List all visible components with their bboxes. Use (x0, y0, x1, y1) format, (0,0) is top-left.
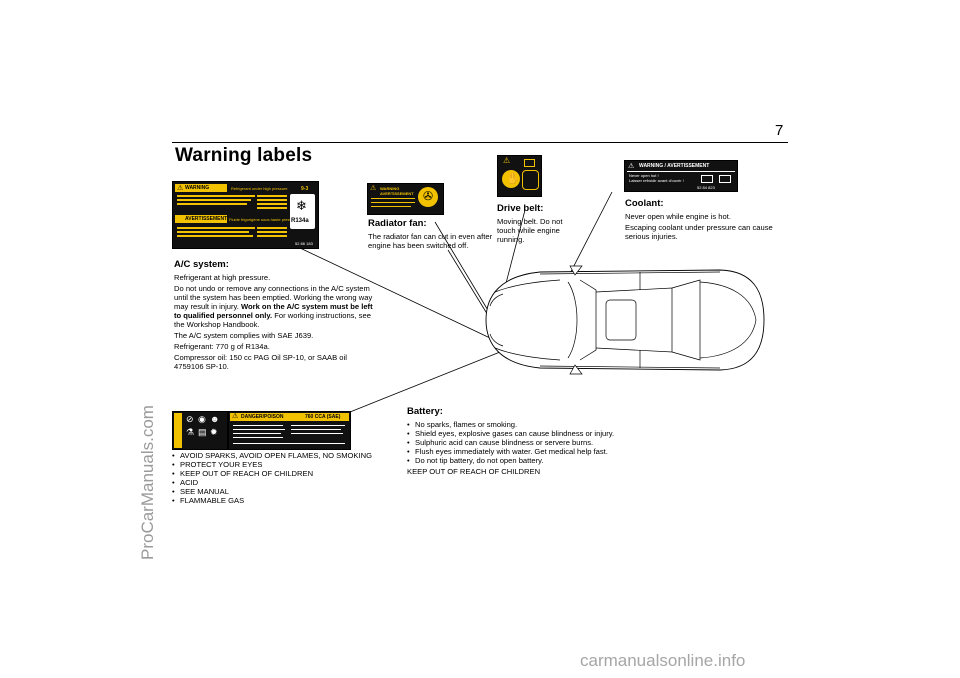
ac-p3: The A/C system complies with SAE J639. (174, 331, 314, 340)
battery-label-danger: DANGER/POISON (241, 414, 284, 420)
radiator-warning-triangle-icon: ⚠ (370, 185, 377, 192)
belt-warning-triangle-icon: ⚠ (503, 156, 511, 165)
coolant-heading: Coolant: (625, 198, 664, 209)
ac-p4: Refrigerant: 770 g of R134a. (174, 342, 270, 351)
radiator-label-avert: AVERTISSEMENT (380, 191, 414, 196)
battery-section: Battery: No sparks, flames or smoking. S… (407, 406, 647, 478)
battery-symbols-section: AVOID SPARKS, AVOID OPEN FLAMES, NO SMOK… (172, 451, 392, 505)
page-number: 7 (775, 122, 784, 139)
ac-label-warning: WARNING (185, 185, 210, 191)
ac-label-model: 9-3 (301, 186, 309, 192)
radiator-text: The radiator fan can cut in even after e… (368, 232, 493, 250)
ac-warning-label: WARNING ⚠ Refrigerant under high pressur… (172, 181, 319, 249)
battery-item: Shield eyes, explosive gases can cause b… (407, 429, 647, 438)
coolant-label-line1: Never open hot ! (629, 173, 659, 178)
battery-symbol-item: KEEP OUT OF REACH OF CHILDREN (172, 469, 392, 478)
radiator-warning-label: ⚠ WARNING AVERTISSEMENT ✇ (367, 183, 444, 215)
battery-heading: Battery: (407, 406, 443, 417)
battery-item: Flush eyes immediately with water. Get m… (407, 447, 647, 456)
battery-symbol-item: PROTECT YOUR EYES (172, 460, 392, 469)
battery-item: No sparks, flames or smoking. (407, 420, 647, 429)
drive-belt-heading: Drive belt: (497, 203, 544, 214)
battery-symbol-item: ACID (172, 478, 392, 487)
flammable-icon: ✹ (210, 427, 218, 437)
battery-symbol-item: SEE MANUAL (172, 487, 392, 496)
coolant-warning-triangle-icon: ⚠ (628, 163, 635, 170)
ac-p2-end: For working instructions, see the Worksh… (174, 311, 371, 329)
ac-p2-bold: Work on the A/C system must be left to q… (174, 302, 373, 320)
battery-item: Do not tip battery, do not open battery. (407, 456, 647, 465)
eye-protection-icon: ◉ (198, 414, 206, 424)
watermark-bottom: carmanualsonline.info (580, 651, 746, 670)
acid-icon: ⚗ (186, 427, 195, 437)
belt-hand-icon: ✋ (506, 173, 520, 185)
ac-heading: A/C system: (174, 259, 229, 270)
radiator-heading: Radiator fan: (368, 218, 427, 229)
ac-label-avert: AVERTISSEMENT (185, 216, 228, 222)
ac-label-code: 52 86 183 (295, 241, 313, 246)
ac-label-refrigerant: R134a (291, 218, 309, 224)
battery-label-cca: 760 CCA (SAE) (305, 414, 341, 420)
radiator-section: Radiator fan: The radiator fan can cut i… (368, 218, 493, 252)
battery-symbol-item: FLAMMABLE GAS (172, 496, 392, 505)
top-rule (172, 142, 788, 143)
ac-p1: Refrigerant at high pressure. (174, 273, 271, 282)
ac-label-avert-right: Fluide frigorigène sous haute pression (229, 217, 297, 222)
battery-symbol-item: AVOID SPARKS, AVOID OPEN FLAMES, NO SMOK… (172, 451, 392, 460)
ac-section: A/C system: Refrigerant at high pressure… (174, 259, 378, 373)
battery-symbols-label: ⊘ ◉ ☻ ⚗ ▤ ✹ (172, 411, 228, 450)
ac-p5: Compressor oil: 150 cc PAG Oil SP-10, or… (174, 353, 347, 371)
drive-belt-text: Moving belt. Do not touch while engine r… (497, 217, 563, 244)
coolant-warning-label: ⚠ WARNING / AVERTISSEMENT Never open hot… (624, 160, 738, 192)
coolant-section: Coolant: Never open while engine is hot.… (625, 198, 785, 243)
coolant-label-title: WARNING / AVERTISSEMENT (639, 163, 710, 169)
ac-p2-normal: Do not undo or remove any connections in… (174, 284, 373, 311)
ac-label-header-right: Refrigerant under high pressure (231, 186, 288, 191)
coolant-label-line2: Laisser refroidir avant d'ouvrir ! (629, 178, 684, 183)
coolant-label-code: 52 84 823 (697, 185, 715, 190)
no-smoking-icon: ⊘ (186, 414, 194, 424)
coolant-p1: Never open while engine is hot. (625, 212, 731, 221)
snowflake-icon: ❄ (296, 198, 307, 213)
battery-item: Sulphuric acid can cause blindness or se… (407, 438, 647, 447)
battery-warning-triangle-icon: ⚠ (232, 413, 239, 420)
children-icon: ☻ (210, 414, 220, 424)
ac-p2: Do not undo or remove any connections in… (174, 284, 378, 329)
radiator-label-warning: WARNING (380, 186, 400, 191)
drive-belt-label: ⚠ ✋ (497, 155, 542, 197)
fan-icon: ✇ (423, 189, 434, 203)
page-title: Warning labels (175, 145, 313, 166)
battery-danger-label: ⚠ DANGER/POISON 760 CCA (SAE) (228, 411, 351, 450)
battery-footer: KEEP OUT OF REACH OF CHILDREN (407, 467, 541, 476)
warning-triangle-icon: ⚠ (177, 185, 184, 192)
drive-belt-section: Drive belt: Moving belt. Do not touch wh… (497, 203, 577, 246)
manual-icon: ▤ (198, 427, 207, 437)
coolant-p2: Escaping coolant under pressure can caus… (625, 223, 773, 241)
